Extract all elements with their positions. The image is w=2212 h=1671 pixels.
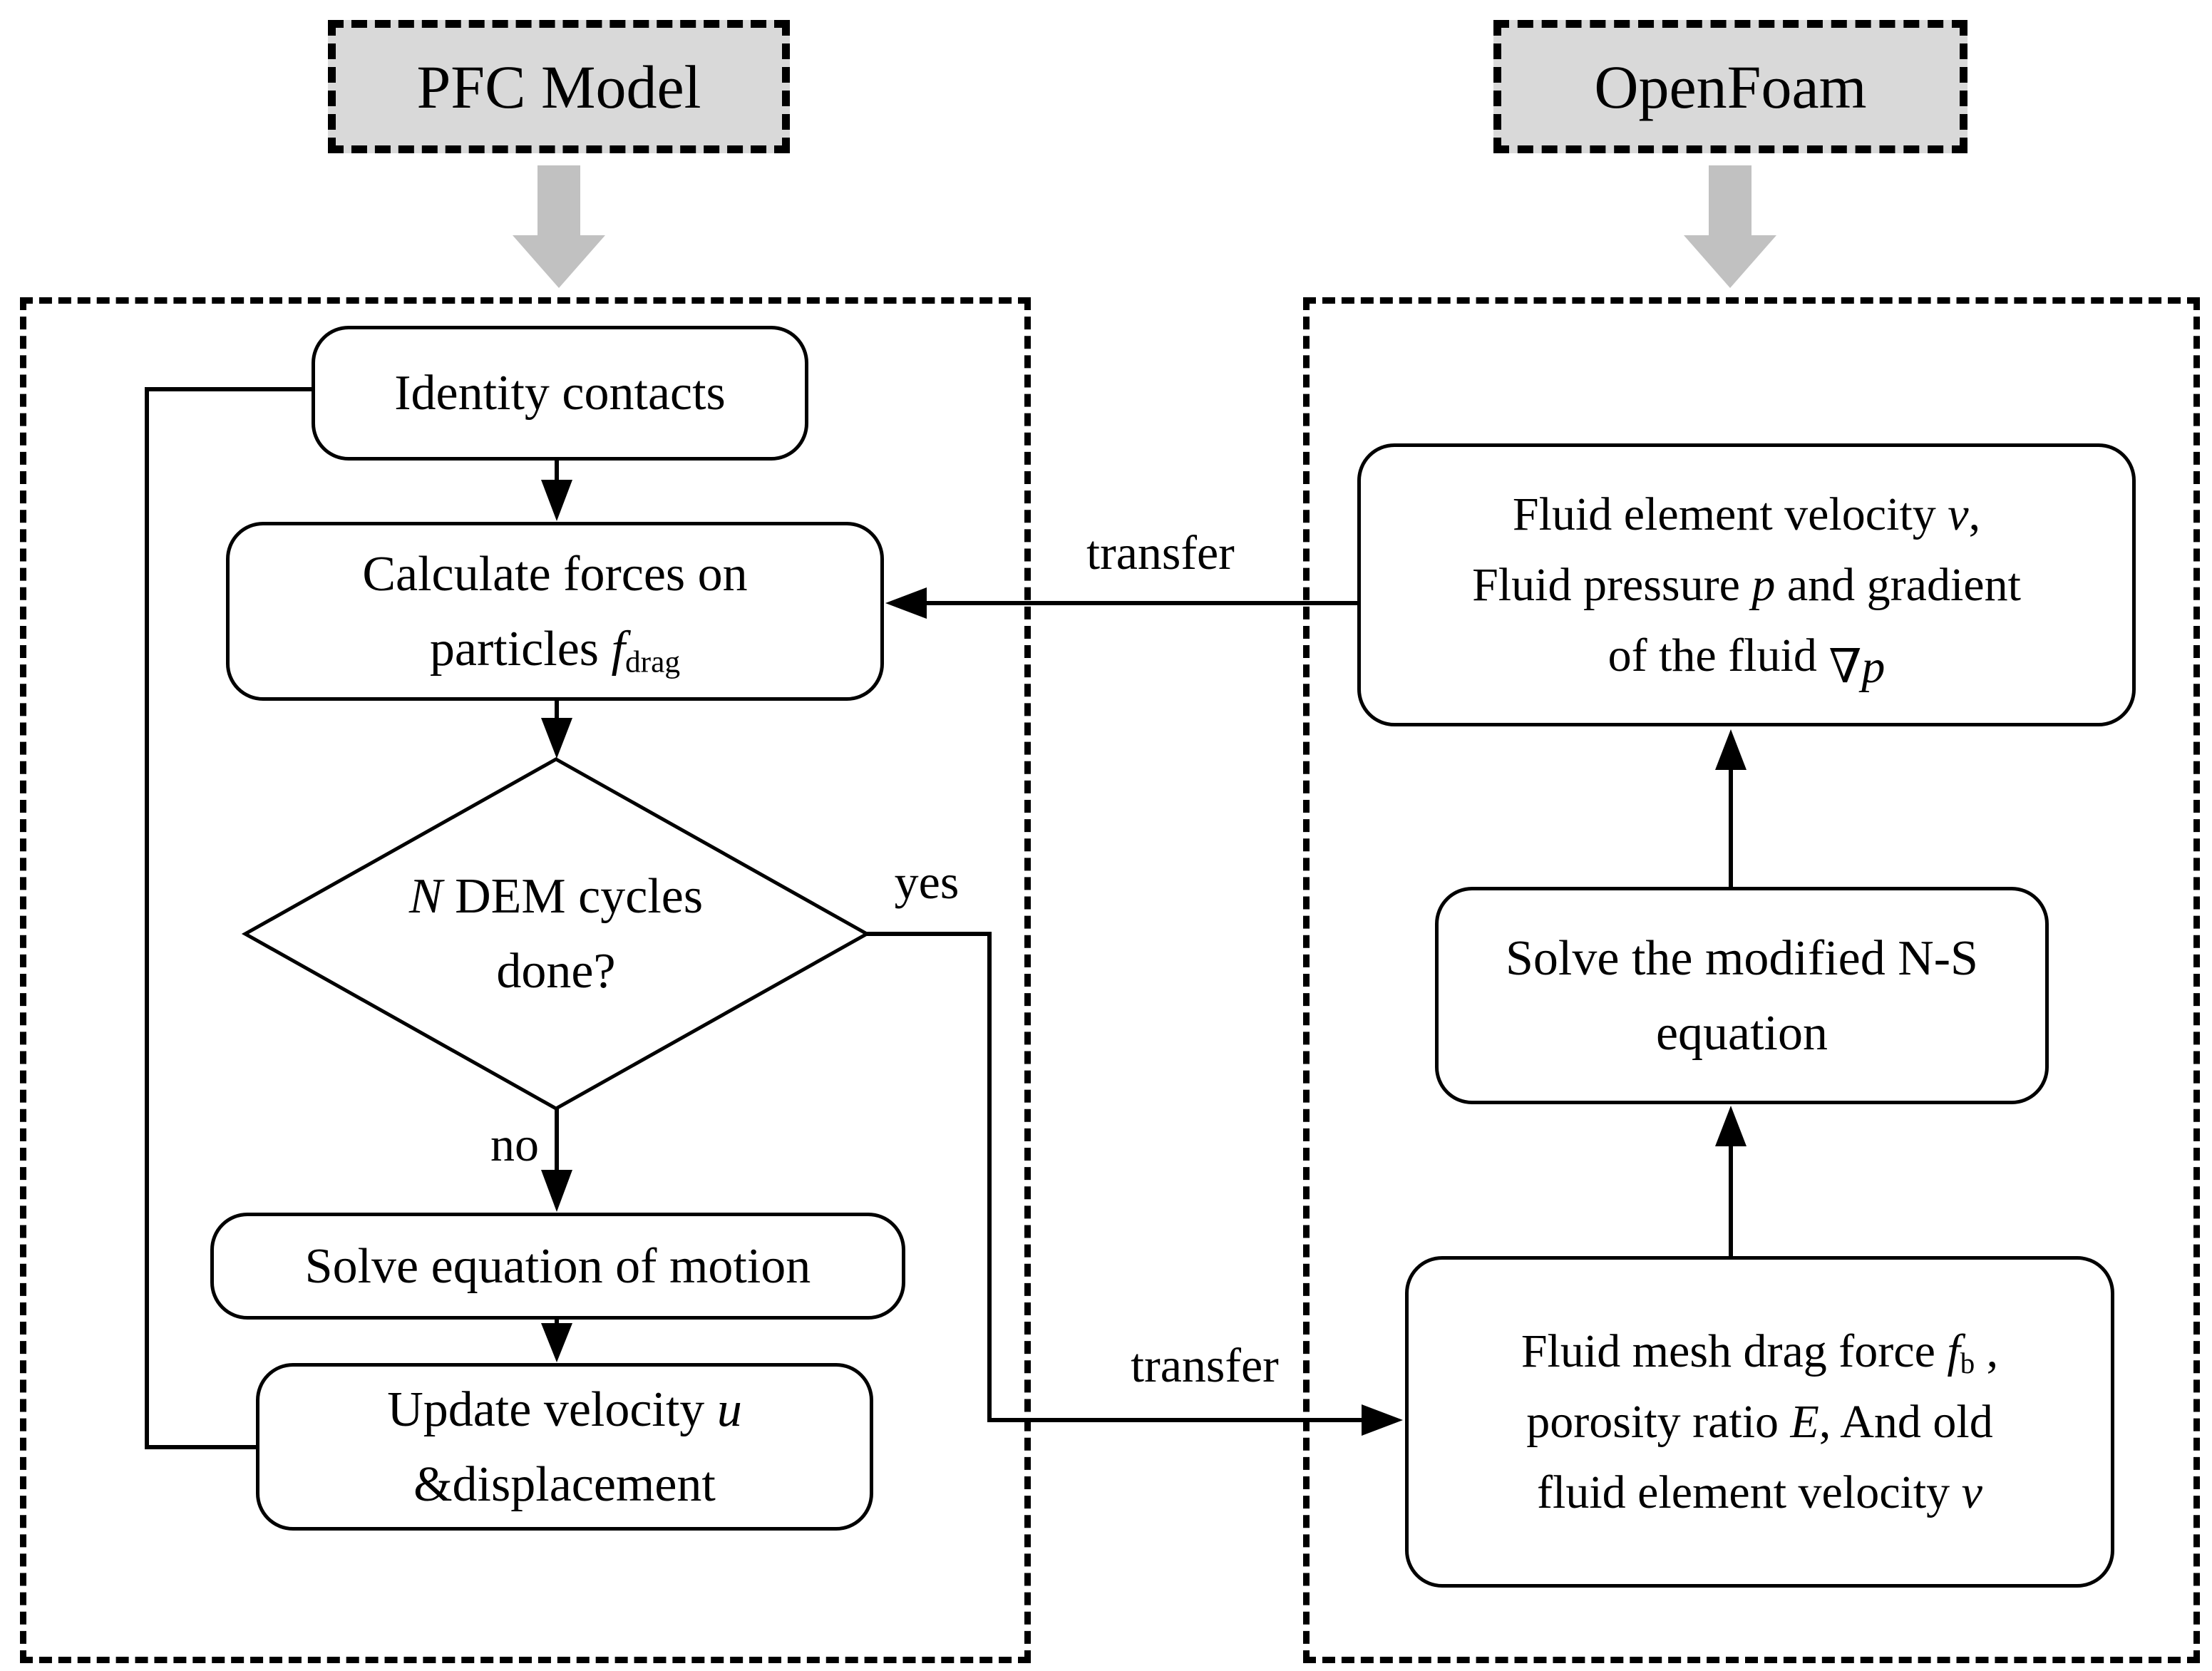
node-text-line: fluid element velocity v: [1537, 1457, 1982, 1528]
node-calculate-forces: Calculate forces on particles fdrag: [226, 522, 884, 701]
text-segment: Solve the modified N-S: [1506, 930, 1978, 986]
text-segment: ∇: [1828, 640, 1862, 693]
text-segment: , And old: [1819, 1396, 1993, 1448]
edge-solve-to-update: [541, 1320, 572, 1362]
node-text-line: particles fdrag: [430, 612, 680, 687]
node-text-line: Update velocity u: [387, 1372, 742, 1447]
text-segment: DEM cycles: [442, 869, 704, 924]
text-segment: done?: [496, 944, 616, 999]
text-segment: Fluid mesh drag force: [1521, 1325, 1948, 1377]
text-segment: and gradient: [1775, 559, 2021, 611]
text-segment: Fluid element velocity: [1512, 488, 1948, 540]
node-text-line: Fluid element velocity v,: [1513, 479, 1980, 550]
text-segment: of the fluid: [1607, 629, 1829, 682]
openfoam-module-container: [1303, 297, 2200, 1663]
text-segment: ,: [1975, 1325, 1999, 1377]
text-segment: &displacement: [413, 1456, 716, 1512]
openfoam-down-block-arrow-icon: [1684, 165, 1776, 288]
node-text-line: Identity contacts: [394, 356, 726, 431]
node-text-line: done?: [496, 934, 615, 1009]
text-segment: f: [1947, 1325, 1960, 1377]
edge-decision-yes-transfer-to-fluidmesh: [867, 932, 1403, 1436]
node-text-line: porosity ratio E, And old: [1526, 1387, 1992, 1457]
text-segment: p: [1751, 559, 1776, 611]
text-segment: Identity contacts: [394, 366, 726, 421]
edge-fluidmesh-to-ns: [1715, 1106, 1747, 1256]
node-fluid-state: Fluid element velocity v, Fluid pressure…: [1357, 443, 2136, 726]
text-segment: ,: [1968, 488, 1981, 540]
text-segment: v: [1948, 488, 1969, 540]
text-segment: Fluid pressure: [1472, 559, 1752, 611]
node-text-line: Solve equation of motion: [305, 1229, 811, 1304]
text-segment: Solve equation of motion: [304, 1238, 811, 1294]
text-segment: b: [1960, 1347, 1975, 1379]
text-segment: p: [1861, 640, 1886, 693]
text-segment: porosity ratio: [1526, 1396, 1791, 1448]
node-text-line: &displacement: [413, 1447, 716, 1522]
text-segment: Update velocity: [387, 1382, 717, 1437]
text-segment: N: [408, 869, 443, 924]
yes-branch-label: yes: [894, 855, 960, 909]
openfoam-header: OpenFoam: [1493, 20, 1967, 153]
node-solve-equation-of-motion: Solve equation of motion: [210, 1213, 905, 1320]
no-branch-label: no: [490, 1117, 539, 1171]
node-text-line: N DEM cycles: [409, 859, 703, 934]
text-segment: f: [611, 621, 625, 677]
transfer-bottom-label: transfer: [1131, 1338, 1279, 1392]
text-segment: equation: [1655, 1005, 1828, 1061]
node-update-velocity-displacement: Update velocity u &displacement: [256, 1363, 873, 1531]
node-identity-contacts: Identity contacts: [312, 326, 808, 461]
node-text-line: Fluid mesh drag force fb ,: [1521, 1316, 1998, 1387]
edge-identity-to-calculate: [541, 461, 572, 521]
pfc-module-container: [20, 297, 1031, 1663]
node-text-line: Fluid pressure p and gradient: [1472, 550, 2021, 620]
edge-calculate-to-decision: [541, 701, 572, 759]
node-text-line: Solve the modified N-S: [1506, 921, 1978, 996]
node-text-line: Calculate forces on: [362, 537, 747, 612]
text-segment: drag: [624, 644, 681, 679]
pfc-model-header-label: PFC Model: [416, 52, 701, 121]
edge-transfer-fluidstate-to-calculate: [885, 587, 1357, 619]
node-fluid-mesh-drag: Fluid mesh drag force fb , porosity rati…: [1405, 1256, 2114, 1588]
node-text-line: equation: [1656, 996, 1828, 1071]
node-text-line: of the fluid ∇p: [1607, 620, 1886, 693]
edge-ns-to-fluidstate: [1715, 729, 1747, 887]
text-segment: u: [716, 1382, 742, 1437]
transfer-top-label: transfer: [1086, 525, 1235, 580]
text-segment: fluid element velocity: [1537, 1466, 1962, 1518]
text-segment: v: [1961, 1466, 1982, 1518]
text-segment: E: [1790, 1396, 1819, 1448]
node-dem-cycles-decision: N DEM cycles done?: [321, 838, 791, 1030]
pfc-down-block-arrow-icon: [513, 165, 605, 288]
pfc-model-header: PFC Model: [328, 20, 790, 153]
text-segment: Calculate forces on: [362, 546, 748, 602]
openfoam-header-label: OpenFoam: [1594, 52, 1867, 121]
edge-decision-no-to-solve: [541, 1109, 572, 1212]
edge-update-loop-to-identity: [145, 387, 312, 1449]
text-segment: particles: [429, 621, 612, 677]
node-solve-ns-equation: Solve the modified N-S equation: [1435, 887, 2049, 1104]
